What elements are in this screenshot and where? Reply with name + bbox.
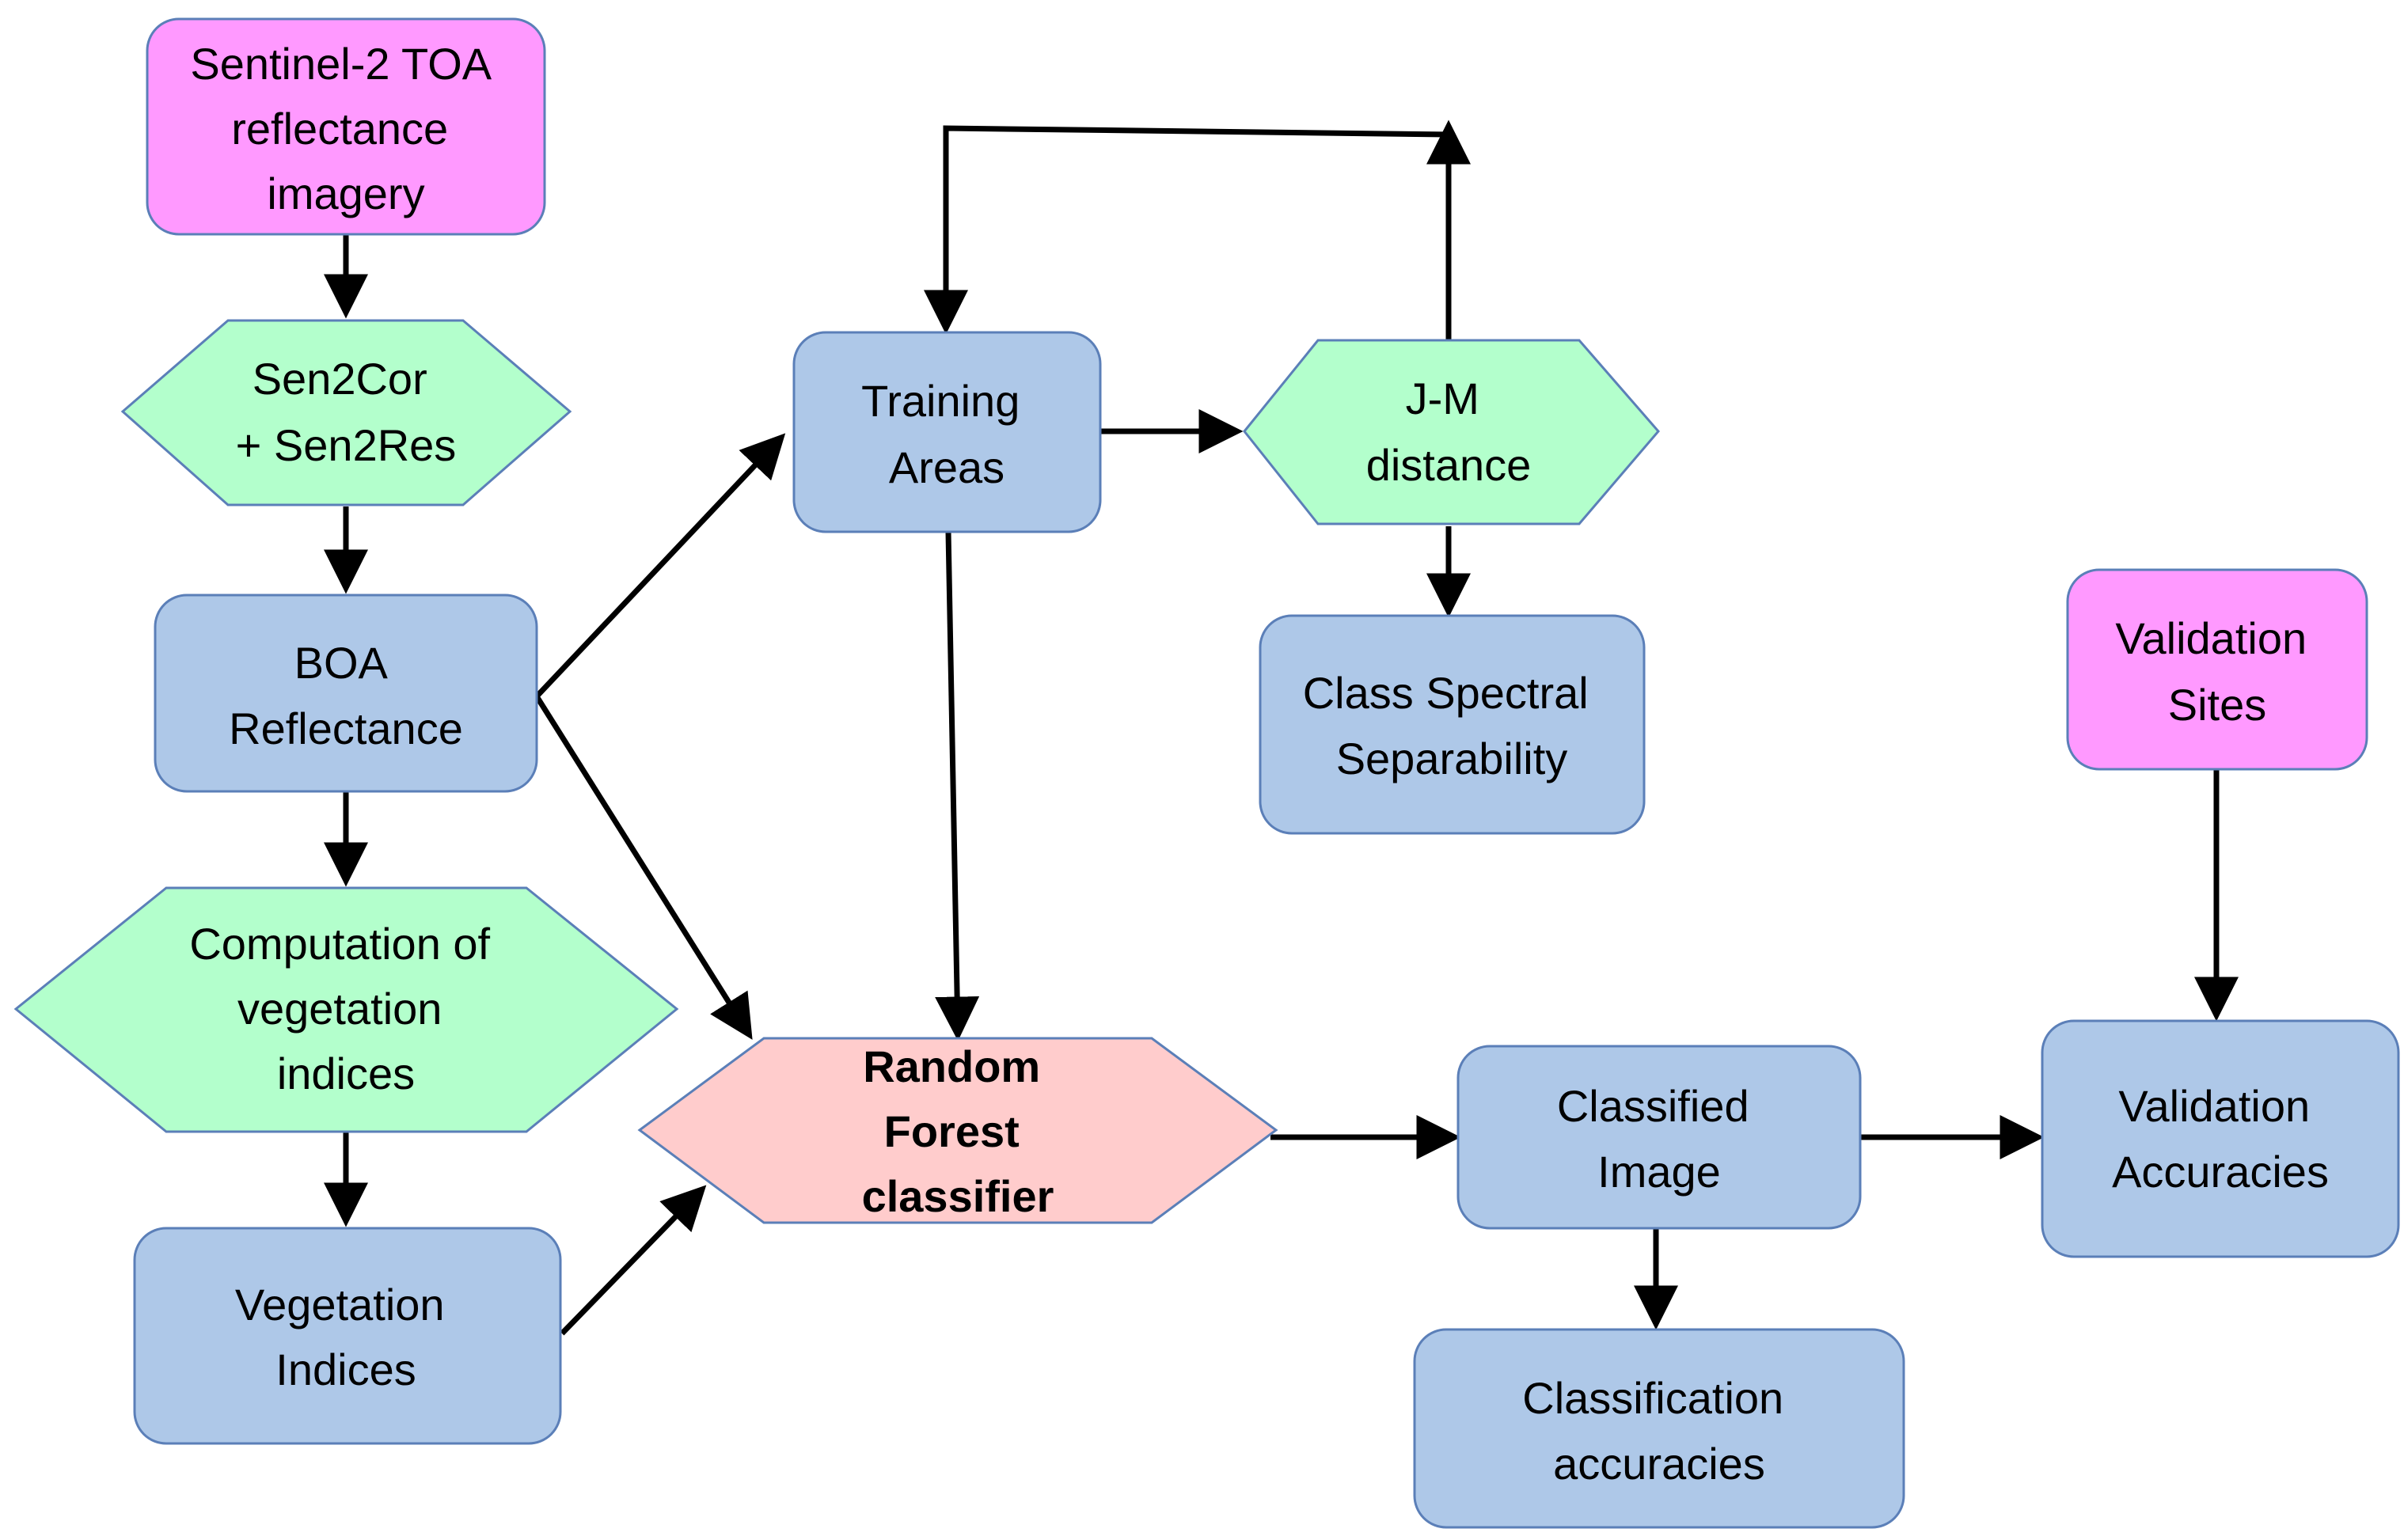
svg-text:Sentinel-2 TOA reflectan: Sentinel-2 TOA reflectance imagery	[190, 39, 501, 218]
svg-text:Sen2Cor + Sen2Res: Sen2Cor + Sen2Res	[236, 354, 457, 470]
node-class-separability-line-1: Class Spectral	[1303, 668, 1589, 718]
node-jm-distance-line-2: distance	[1366, 440, 1532, 490]
svg-text:Classification accuracie: Classification accuracies	[1522, 1373, 1795, 1489]
svg-text:Vegetation Indices: Vegetation Indices	[235, 1280, 457, 1394]
node-toa-line-1: Sentinel-2 TOA	[190, 39, 492, 89]
svg-text:J-M distance: J-M distance	[1366, 374, 1532, 490]
node-vegetation-indices-box	[133, 1227, 562, 1445]
node-toa-line-2: reflectance	[231, 104, 448, 154]
node-class-separability-line-2: Separability	[1336, 734, 1568, 783]
edges	[324, 119, 2239, 1336]
node-computation-line-2: vegetation	[237, 984, 442, 1034]
node-classified-image-box	[1456, 1045, 1862, 1230]
svg-text:Random Forest clas: Random Forest classifier	[862, 1041, 1054, 1221]
node-random-forest-line-3: classifier	[862, 1171, 1054, 1221]
node-jm-distance: J-M distance	[1243, 339, 1660, 525]
node-classification-accuracies-line-2: accuracies	[1553, 1439, 1765, 1489]
node-classification-accuracies-line-1: Classification	[1522, 1373, 1783, 1423]
node-classified-image: Classified Image	[1456, 1045, 1862, 1230]
node-random-forest-line-1: Random	[863, 1041, 1040, 1091]
svg-text:BOA Reflectance: BOA Reflectance	[229, 638, 463, 753]
node-computation-line-3: indices	[277, 1049, 415, 1098]
node-vegetation-indices-line-1: Vegetation	[235, 1280, 445, 1329]
node-training-areas: Training Areas	[792, 331, 1102, 533]
svg-text:Computation of vegetatio: Computation of vegetation indices	[189, 919, 502, 1098]
node-computation-line-1: Computation of	[189, 919, 490, 969]
node-validation-sites: Validation Sites	[2066, 568, 2368, 771]
node-validation-sites-line-2: Sites	[2168, 680, 2267, 730]
node-random-forest-hexagon	[637, 1037, 1278, 1224]
edge-boa-to-random-forest	[534, 695, 753, 1040]
node-sen2cor-hexagon	[120, 319, 572, 506]
node-validation-sites-box	[2066, 568, 2368, 771]
node-boa-box	[154, 594, 538, 793]
node-validation-accuracies-line-2: Accuracies	[2112, 1147, 2329, 1197]
node-validation-accuracies-line-1: Validation	[2118, 1081, 2310, 1131]
node-validation-sites-line-1: Validation	[2115, 613, 2307, 663]
node-random-forest: Random Forest classifier	[637, 1037, 1278, 1224]
edge-training-areas-to-random-forest	[935, 531, 980, 1041]
node-toa-line-3: imagery	[267, 169, 424, 218]
node-random-forest-line-2: Forest	[884, 1106, 1020, 1156]
svg-text:Class Spectral Separabil: Class Spectral Separability	[1303, 668, 1601, 783]
node-jm-distance-line-1: J-M	[1406, 374, 1479, 423]
node-boa-line-2: Reflectance	[229, 704, 463, 753]
edge-boa-to-training-areas	[534, 433, 786, 699]
node-classification-accuracies-box	[1413, 1328, 1905, 1529]
node-training-areas-line-2: Areas	[889, 442, 1005, 492]
node-computation-hexagon	[13, 886, 679, 1133]
svg-text:Training Areas: Training Areas	[861, 376, 1032, 492]
node-computation: Computation of vegetation indices	[13, 886, 679, 1133]
node-sen2cor-line-1: Sen2Cor	[253, 354, 427, 404]
svg-text:Classified Image: Classified Image	[1557, 1081, 1761, 1197]
node-boa-line-1: BOA	[294, 638, 389, 688]
node-vegetation-indices-line-2: Indices	[275, 1345, 416, 1394]
svg-text:Validation Accuracies: Validation Accuracies	[2112, 1081, 2329, 1197]
svg-text:Validation Sites: Validation Sites	[2115, 613, 2319, 730]
node-sen2cor-line-2: + Sen2Res	[236, 420, 457, 470]
node-jm-distance-hexagon	[1243, 339, 1660, 525]
node-classified-image-line-1: Classified	[1557, 1081, 1749, 1131]
node-vegetation-indices: Vegetation Indices	[133, 1227, 562, 1445]
node-validation-accuracies-box	[2041, 1019, 2400, 1258]
node-toa: Sentinel-2 TOA reflectance imagery	[146, 17, 546, 236]
edge-jm-distance-to-training-areas	[924, 125, 1452, 342]
node-classified-image-line-2: Image	[1597, 1147, 1721, 1197]
edge-vegetation-indices-to-random-forest	[560, 1185, 707, 1336]
node-training-areas-line-1: Training	[861, 376, 1020, 426]
node-class-separability-box	[1259, 614, 1646, 835]
node-toa-box	[146, 17, 546, 236]
node-validation-accuracies: Validation Accuracies	[2041, 1019, 2400, 1258]
node-classification-accuracies: Classification accuracies	[1413, 1328, 1905, 1529]
node-class-separability: Class Spectral Separability	[1259, 614, 1646, 835]
node-training-areas-box	[792, 331, 1102, 533]
node-sen2cor: Sen2Cor + Sen2Res	[120, 319, 572, 506]
node-boa: BOA Reflectance	[154, 594, 538, 793]
